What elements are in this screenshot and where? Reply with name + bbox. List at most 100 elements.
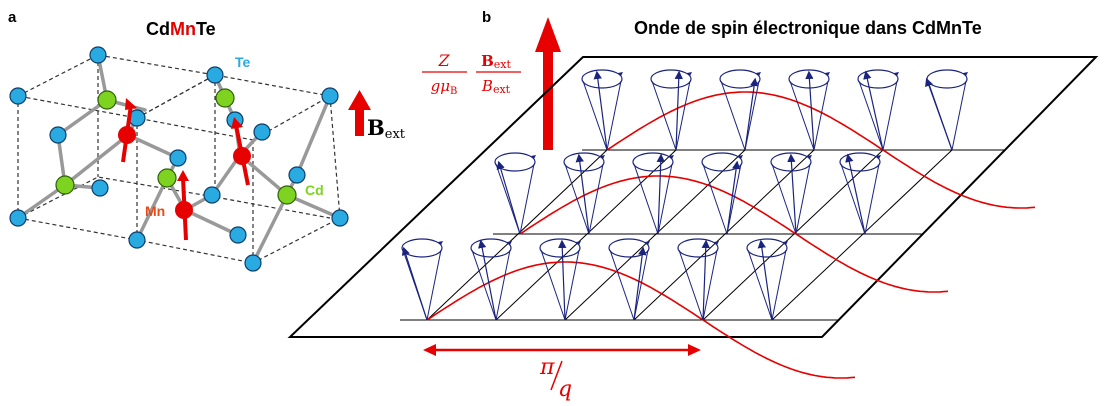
mn-atoms: [118, 98, 251, 241]
precession-ellipse: [563, 152, 605, 172]
lattice-diagonal: [633, 149, 815, 321]
precession-arrowhead: [669, 155, 674, 159]
spin-wave: [519, 175, 949, 293]
precession-arrowhead: [600, 155, 605, 159]
cone-edge: [678, 249, 704, 321]
wavelength-den: q: [558, 377, 572, 402]
precession-ellipse: [746, 238, 788, 258]
te-atom: [203, 186, 221, 204]
bext-arrow-b: [535, 17, 561, 150]
wavelength-num: π: [539, 355, 555, 380]
te-atom: [169, 149, 187, 167]
te-atom: [89, 46, 107, 64]
cone-edge: [858, 80, 884, 151]
cone-edge: [564, 163, 590, 235]
cone-edge: [582, 80, 608, 151]
cone-edge: [702, 249, 718, 321]
svg-text:Z: Z: [437, 51, 450, 70]
precession-ellipse: [839, 152, 881, 172]
spin-vector: [757, 239, 773, 321]
lattice-diagonal: [702, 149, 884, 321]
cone-edge: [606, 80, 622, 151]
precession-arrowhead: [738, 155, 743, 159]
panel-a: a CdMnTe: [8, 9, 406, 272]
cd-atom: [277, 185, 297, 205]
precession-arrowhead: [825, 72, 830, 76]
spin: [581, 69, 623, 151]
precession-ellipse: [581, 69, 623, 89]
cd-atom: [97, 90, 117, 110]
spin-vector: [863, 70, 884, 151]
svg-text:gμB: gμB: [431, 77, 458, 97]
cone-edge: [495, 249, 511, 321]
cone-edge: [426, 249, 442, 321]
cone-edge: [789, 80, 815, 151]
cd-atoms: [55, 88, 297, 205]
cd-label: Cd: [305, 182, 324, 198]
precession-arrowhead: [618, 72, 623, 76]
cone-edge: [720, 80, 746, 151]
spin-vector: [674, 70, 683, 151]
spin-vector: [701, 239, 710, 321]
spin: [839, 152, 881, 235]
spin: [857, 69, 899, 151]
spin-vector: [845, 153, 866, 235]
cone-edge: [675, 80, 691, 151]
title-cd: Cd: [146, 19, 170, 39]
spin-waves: [426, 91, 1036, 379]
te-atom: [206, 66, 224, 84]
te-atom: [9, 209, 27, 227]
cone-edge: [864, 163, 880, 235]
spin: [470, 238, 512, 321]
svg-text:Bext: Bext: [481, 77, 511, 96]
te-atom: [321, 87, 339, 105]
cone-edge: [882, 80, 898, 151]
precession-arrowhead: [576, 241, 581, 245]
spin-vector: [726, 160, 741, 235]
precession-ellipse: [632, 152, 674, 172]
spin: [746, 238, 788, 321]
cone-edge: [771, 249, 787, 321]
cone-edge: [633, 163, 659, 235]
cd-atom: [215, 88, 235, 108]
precession-arrowhead: [531, 155, 536, 159]
lattice-diagonal: [771, 149, 953, 321]
cone-edge: [471, 249, 497, 321]
spin: [719, 69, 761, 151]
bext-arrow-a: Bext: [348, 90, 406, 142]
cone-edge: [951, 80, 967, 151]
precession-arrowhead: [963, 72, 968, 76]
te-atom: [91, 179, 109, 197]
spin-vector: [925, 77, 953, 151]
ratio-label: Z gμB Bext Bext: [422, 51, 521, 97]
te-atom: [128, 231, 146, 249]
precession-ellipse: [650, 69, 692, 89]
te-atom: [244, 254, 262, 272]
te-label: Te: [235, 54, 251, 70]
precession-ellipse: [494, 152, 536, 172]
lattice-diagonal: [426, 149, 608, 321]
cone-edge: [540, 249, 566, 321]
spin: [770, 152, 812, 235]
precession-ellipse: [677, 238, 719, 258]
cone-edge: [564, 249, 580, 321]
spin-vector: [575, 153, 590, 235]
spin-vector: [787, 153, 797, 235]
cone-edge: [702, 163, 728, 235]
cone-edge: [726, 163, 742, 235]
cone-edge: [813, 80, 829, 151]
cone-edge: [519, 163, 535, 235]
spin-wave: [606, 91, 1036, 209]
spin-vector: [401, 246, 428, 321]
precession-ellipse: [470, 238, 512, 258]
spin: [632, 152, 674, 235]
cd-atom: [55, 175, 75, 195]
precession-ellipse: [857, 69, 899, 89]
lattice-diagonal: [495, 149, 677, 321]
spin: [539, 238, 581, 321]
te-atom: [331, 209, 349, 227]
cone-edge: [744, 80, 760, 151]
cone-edge: [771, 163, 797, 235]
precession-ellipse: [608, 238, 650, 258]
spin: [401, 238, 443, 321]
